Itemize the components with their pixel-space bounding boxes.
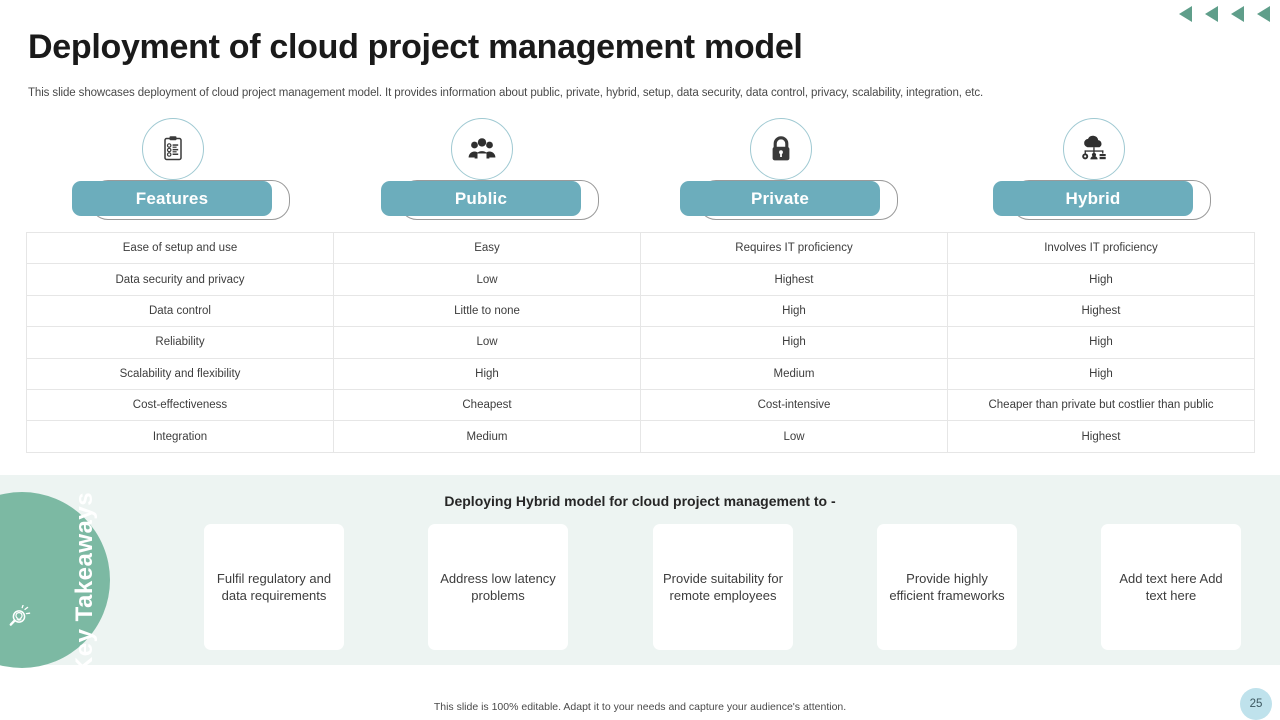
takeaway-card[interactable]: Fulfil regulatory and data requirements (204, 524, 344, 650)
takeaway-card-text: Provide suitability for remote employees (663, 570, 783, 603)
table-cell-value: Medium (333, 420, 641, 453)
takeaway-card-text: Provide highly efficient frameworks (889, 570, 1005, 603)
table-cell-value: Highest (947, 420, 1255, 453)
chip-body[interactable]: Hybrid (993, 181, 1193, 216)
lock-icon (750, 118, 812, 180)
model-chip-row: Features Public (0, 118, 1280, 223)
table-cell-value: High (947, 326, 1255, 359)
chip-body[interactable]: Public (381, 181, 581, 216)
table-cell-value: High (640, 326, 948, 359)
table-cell-feature: Reliability (26, 326, 334, 359)
takeaway-card-text: Add text here Add text here (1119, 570, 1223, 603)
takeaway-card-text: Address low latency problems (440, 570, 556, 603)
people-group-icon (451, 118, 513, 180)
table-cell-value: High (333, 358, 641, 390)
table-cell-value: Cheaper than private but costlier than p… (947, 389, 1255, 422)
cloud-network-icon (1063, 118, 1125, 180)
lightbulb-magnifier-icon (8, 604, 34, 631)
takeaway-card-text: Fulfil regulatory and data requirements (216, 570, 332, 603)
page-number-badge: 25 (1240, 688, 1272, 720)
chip-label: Features (135, 188, 209, 208)
table-cell-feature: Integration (26, 420, 334, 453)
table-cell-feature: Ease of setup and use (26, 231, 334, 265)
model-chip-public[interactable]: Public (381, 118, 601, 223)
table-cell-value: Involves IT proficiency (947, 231, 1255, 265)
nav-arrow-group[interactable] (1179, 6, 1270, 22)
table-cell-value: Little to none (333, 295, 641, 328)
key-takeaways-label: Key Takeaways (30, 492, 140, 674)
table-cell-value: Easy (333, 231, 641, 265)
table-cell-value: Highest (947, 295, 1255, 328)
table-cell-value: Medium (640, 358, 948, 390)
table-cell-value: Requires IT proficiency (640, 231, 948, 265)
takeaway-card[interactable]: Provide highly efficient frameworks (877, 524, 1017, 650)
table-cell-value: Low (333, 326, 641, 359)
table-cell-value: High (947, 263, 1255, 296)
chip-label: Hybrid (1065, 188, 1121, 208)
chip-label: Public (454, 188, 508, 208)
table-cell-feature: Data security and privacy (26, 263, 334, 296)
takeaway-card[interactable]: Address low latency problems (428, 524, 568, 650)
table-cell-value: Cost-intensive (640, 389, 948, 422)
table-cell-feature: Data control (26, 295, 334, 328)
chip-label: Private (750, 188, 810, 208)
page-title: Deployment of cloud project management m… (28, 28, 803, 66)
prev-arrow-icon[interactable] (1231, 6, 1244, 22)
table-cell-value: High (640, 295, 948, 328)
table-cell-feature: Cost-effectiveness (26, 389, 334, 422)
table-cell-value: Low (640, 420, 948, 453)
table-cell-value: Low (333, 263, 641, 296)
takeaway-card-row: Fulfil regulatory and data requirements A… (0, 524, 1280, 650)
table-cell-value: High (947, 358, 1255, 390)
chip-body[interactable]: Features (72, 181, 272, 216)
model-chip-features[interactable]: Features (72, 118, 292, 223)
takeaway-card[interactable]: Provide suitability for remote employees (653, 524, 793, 650)
chip-body[interactable]: Private (680, 181, 880, 216)
footer-note: This slide is 100% editable. Adapt it to… (433, 701, 847, 713)
page-subtitle: This slide showcases deployment of cloud… (28, 87, 984, 99)
prev-arrow-icon[interactable] (1257, 6, 1270, 22)
key-takeaways-label-text: Key Takeaways (71, 491, 98, 675)
model-chip-hybrid[interactable]: Hybrid (993, 118, 1213, 223)
table-cell-feature: Scalability and flexibility (26, 358, 334, 390)
takeaways-heading: Deploying Hybrid model for cloud project… (444, 493, 836, 509)
prev-arrow-icon[interactable] (1179, 6, 1192, 22)
prev-arrow-icon[interactable] (1205, 6, 1218, 22)
table-cell-value: Highest (640, 263, 948, 296)
clipboard-checklist-icon (142, 118, 204, 180)
model-chip-private[interactable]: Private (680, 118, 900, 223)
table-cell-value: Cheapest (333, 389, 641, 422)
takeaway-card[interactable]: Add text here Add text here (1101, 524, 1241, 650)
